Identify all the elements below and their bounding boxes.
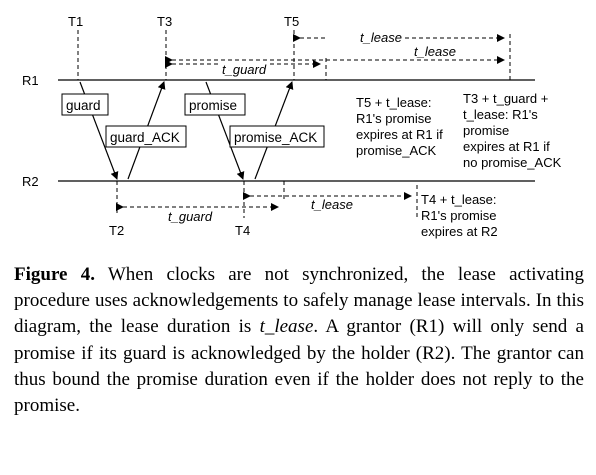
guard-box-label: guard xyxy=(66,98,101,113)
t-lease-mid-label: t_lease xyxy=(414,44,456,59)
t-guard-r1-label: t_guard xyxy=(222,62,267,77)
t4-label: T4 xyxy=(235,223,250,238)
t-lease-r2-label: t_lease xyxy=(311,197,353,212)
t-guard-r2-label: t_guard xyxy=(168,209,213,224)
guard-ack-box xyxy=(105,125,187,148)
lease-diagram: R1 R2 T1 T3 T5 T2 T4 t_lease t_lease t_g… xyxy=(22,14,562,239)
caption-lease-term: t_lease xyxy=(259,316,314,338)
guard-box xyxy=(61,93,109,116)
caption-sentence-1: When clocks are not synchronized, the le… xyxy=(14,264,584,338)
r1-label: R1 xyxy=(22,73,39,88)
caption-rest: A grantor (R1) will only send a promise … xyxy=(14,316,584,417)
promise-ack-box xyxy=(229,125,325,148)
t5-note: T5 + t_lease: R1's promise expires at R1… xyxy=(356,95,446,158)
promise-ack-box-label: promise_ACK xyxy=(234,130,317,145)
promise-box-label: promise xyxy=(189,98,237,113)
t5-label: T5 xyxy=(284,14,299,29)
r2-label: R2 xyxy=(22,174,39,189)
caption-sentence-1-end: . xyxy=(313,316,319,338)
t4-note: T4 + t_lease: R1's promise expires at R2 xyxy=(421,192,500,239)
t3-note: T3 + t_guard + t_lease: R1's promise exp… xyxy=(463,91,562,170)
t1-label: T1 xyxy=(68,14,83,29)
t3-label: T3 xyxy=(157,14,172,29)
figure-caption: Figure 4. When clocks are not synchroniz… xyxy=(14,262,584,472)
t2-label: T2 xyxy=(109,223,124,238)
promise-box xyxy=(184,93,246,116)
figure-label: Figure 4. xyxy=(14,264,95,285)
guard-ack-box-label: guard_ACK xyxy=(110,130,180,145)
t-lease-top-label: t_lease xyxy=(360,30,402,45)
